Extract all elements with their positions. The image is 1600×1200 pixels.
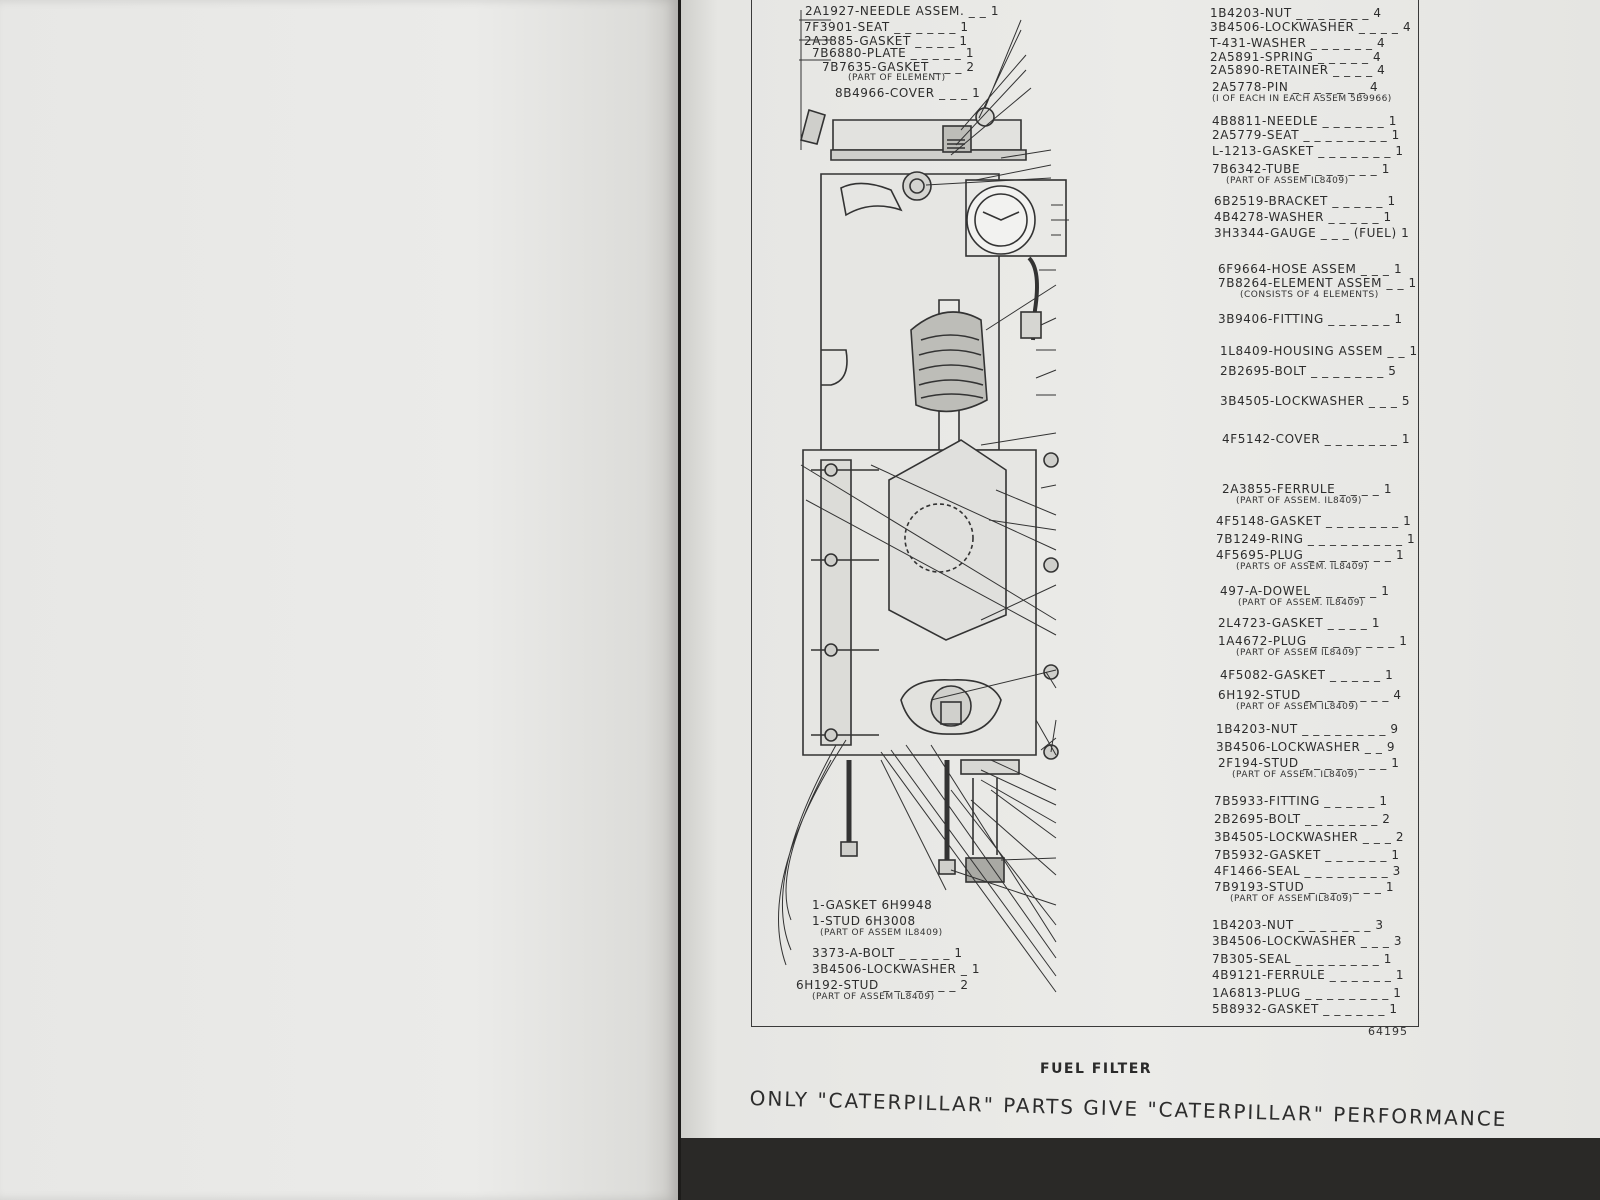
callout-right-31-note: (PART OF ASSEM. IL8409) (1232, 770, 1358, 780)
callout-right-17: 2B2695-BOLT _ _ _ _ _ _ _ 5 (1220, 364, 1397, 378)
callout-right-35: 7B5932-GASKET _ _ _ _ _ _ 1 (1214, 848, 1400, 862)
callout-right-32: 7B5933-FITTING _ _ _ _ _ 1 (1214, 794, 1388, 808)
callout-right-22: 7B1249-RING _ _ _ _ _ _ _ _ _ 1 (1216, 532, 1416, 546)
callout-right-15: 3B9406-FITTING _ _ _ _ _ _ 1 (1218, 312, 1403, 326)
callout-right-27: 4F5082-GASKET _ _ _ _ _ 1 (1220, 668, 1394, 682)
callout-right-2: T-431-WASHER _ _ _ _ _ _ 4 (1210, 36, 1386, 50)
figure-number: 64195 (1368, 1025, 1408, 1038)
callout-right-26-note: (PART OF ASSEM IL8409) (1236, 648, 1359, 658)
callout-right-30: 3B4506-LOCKWASHER _ _ 9 (1216, 740, 1396, 754)
callout-right-14-note: (CONSISTS OF 4 ELEMENTS) (1240, 290, 1379, 300)
callout-bottom-left-0: 1-GASKET 6H9948 (812, 898, 933, 912)
callout-right-10: 6B2519-BRACKET _ _ _ _ _ 1 (1214, 194, 1396, 208)
callout-bottom-left-4: 6H192-STUD _ _ _ _ _ _ _ 2 (796, 978, 969, 992)
callout-right-23: 4F5695-PLUG _ _ _ _ _ _ _ _ 1 (1216, 548, 1405, 562)
callout-right-41: 4B9121-FERRULE _ _ _ _ _ _ 1 (1212, 968, 1405, 982)
book-gutter (678, 0, 681, 1200)
callout-right-36: 4F1466-SEAL _ _ _ _ _ _ _ _ 3 (1214, 864, 1401, 878)
callout-right-20-note: (PART OF ASSEM. IL8409) (1236, 496, 1362, 506)
callout-right-6: 4B8811-NEEDLE _ _ _ _ _ _ 1 (1212, 114, 1397, 128)
callout-right-24: 497-A-DOWEL _ _ _ _ _ _ 1 (1220, 584, 1390, 598)
callout-right-33: 2B2695-BOLT _ _ _ _ _ _ _ 2 (1214, 812, 1391, 826)
cover-bracket (820, 459, 852, 746)
callout-right-37: 7B9193-STUD _ _ _ _ _ _ _ 1 (1214, 880, 1395, 894)
callout-right-23-note: (PARTS OF ASSEM. IL8409) (1236, 562, 1369, 572)
needle-valve (942, 125, 972, 153)
callout-right-13: 6F9664-HOSE ASSEM _ _ _ 1 (1218, 262, 1403, 276)
callout-right-14: 7B8264-ELEMENT ASSEM _ _ 1 (1218, 276, 1417, 290)
top-cover (832, 119, 1022, 151)
callout-right-5: 2A5778-PIN _ _ _ _ _ _ _ 4 (1212, 80, 1379, 94)
callout-bottom-left-1-note: (PART OF ASSEM IL8409) (820, 928, 943, 938)
callout-right-40: 7B305-SEAL _ _ _ _ _ _ _ _ 1 (1212, 952, 1392, 966)
callout-right-21: 4F5148-GASKET _ _ _ _ _ _ _ 1 (1216, 514, 1412, 528)
callout-bottom-left-1: 1-STUD 6H3008 (812, 914, 916, 928)
callout-bottom-left-3: 3B4506-LOCKWASHER _ 1 (812, 962, 981, 976)
cover-plate (888, 439, 1007, 641)
callout-top-left-2: 2A3885-GASKET _ _ _ _ 1 (804, 34, 968, 48)
callout-right-3: 2A5891-SPRING _ _ _ _ _ 4 (1210, 50, 1382, 64)
callout-right-9-note: (PART OF ASSEM IL8409) (1226, 176, 1349, 186)
callout-right-24-note: (PART OF ASSEM. IL8409) (1238, 598, 1364, 608)
callout-right-5-note: (I OF EACH IN EACH ASSEM 5B9966) (1212, 94, 1392, 104)
callout-right-18: 3B4505-LOCKWASHER _ _ _ 5 (1220, 394, 1411, 408)
callout-right-7: 2A5779-SEAT _ _ _ _ _ _ _ _ 1 (1212, 128, 1400, 142)
callout-right-12: 3H3344-GAUGE _ _ _ (FUEL) 1 (1214, 226, 1410, 240)
callout-top-left-5: 8B4966-COVER _ _ _ 1 (835, 86, 981, 100)
figure-frame (751, 0, 1419, 1027)
cap-nut (975, 107, 995, 127)
callout-right-34: 3B4505-LOCKWASHER _ _ _ 2 (1214, 830, 1405, 844)
callout-right-1: 3B4506-LOCKWASHER _ _ _ _ 4 (1210, 20, 1412, 34)
callout-right-38: 1B4203-NUT _ _ _ _ _ _ _ 3 (1212, 918, 1384, 932)
callout-right-9: 7B6342-TUBE _ _ _ _ _ _ _ 1 (1212, 162, 1390, 176)
callout-right-29: 1B4203-NUT _ _ _ _ _ _ _ _ 9 (1216, 722, 1399, 736)
callout-right-37-note: (PART OF ASSEM IL8409) (1230, 894, 1353, 904)
callout-right-43: 5B8932-GASKET _ _ _ _ _ _ 1 (1212, 1002, 1398, 1016)
callout-right-4: 2A5890-RETAINER _ _ _ _ 4 (1210, 63, 1386, 77)
callout-right-31: 2F194-STUD _ _ _ _ _ _ _ _ 1 (1218, 756, 1400, 770)
callout-right-0: 1B4203-NUT _ _ _ _ _ _ _ 4 (1210, 6, 1382, 20)
callout-right-26: 1A4672-PLUG _ _ _ _ _ _ _ _ 1 (1218, 634, 1408, 648)
callout-top-left-1: 7F3901-SEAT _ _ _ _ _ _ 1 (804, 20, 969, 34)
callout-right-20: 2A3855-FERRULE _ _ _ _ 1 (1222, 482, 1393, 496)
callout-bottom-left-4-note: (PART OF ASSEM IL8409) (812, 992, 935, 1002)
callout-right-25: 2L4723-GASKET _ _ _ _ 1 (1218, 616, 1381, 630)
callout-right-39: 3B4506-LOCKWASHER _ _ _ 3 (1212, 934, 1403, 948)
callout-right-8: L-1213-GASKET _ _ _ _ _ _ _ 1 (1212, 144, 1404, 158)
callout-right-16: 1L8409-HOUSING ASSEM _ _ 1 (1220, 344, 1418, 358)
callout-right-11: 4B4278-WASHER _ _ _ _ _ 1 (1214, 210, 1392, 224)
callout-right-19: 4F5142-COVER _ _ _ _ _ _ _ 1 (1222, 432, 1411, 446)
valve-lever (800, 108, 826, 145)
callout-top-left-4: 7B7635-GASKET _ _ _ 2 (822, 60, 975, 74)
callout-top-left-0: 2A1927-NEEDLE ASSEM. _ _ 1 (805, 4, 1000, 18)
callout-top-left-3: 7B6880-PLATE _ _ _ _ _ 1 (812, 46, 975, 60)
callout-right-28-note: (PART OF ASSEM IL8409) (1236, 702, 1359, 712)
needle-spring (947, 139, 965, 149)
page-bottom-shadow (681, 1138, 1600, 1200)
hose-assem (1027, 256, 1039, 341)
callout-right-42: 1A6813-PLUG _ _ _ _ _ _ _ _ 1 (1212, 986, 1402, 1000)
cover-ring (904, 503, 974, 573)
callout-top-left-4-note: (PART OF ELEMENT) (848, 73, 946, 83)
left-blank-page (0, 0, 678, 1200)
fuel-filter-exploded-drawing (778, 10, 1069, 993)
tube-fitting (902, 171, 932, 201)
callout-right-28: 6H192-STUD _ _ _ _ _ _ _ _ 4 (1218, 688, 1402, 702)
figure-caption: FUEL FILTER (1040, 1061, 1153, 1077)
callout-bottom-left-2: 3373-A-BOLT _ _ _ _ _ 1 (812, 946, 963, 960)
gasket-plate (830, 149, 1027, 161)
hose-fitting (1020, 311, 1042, 339)
